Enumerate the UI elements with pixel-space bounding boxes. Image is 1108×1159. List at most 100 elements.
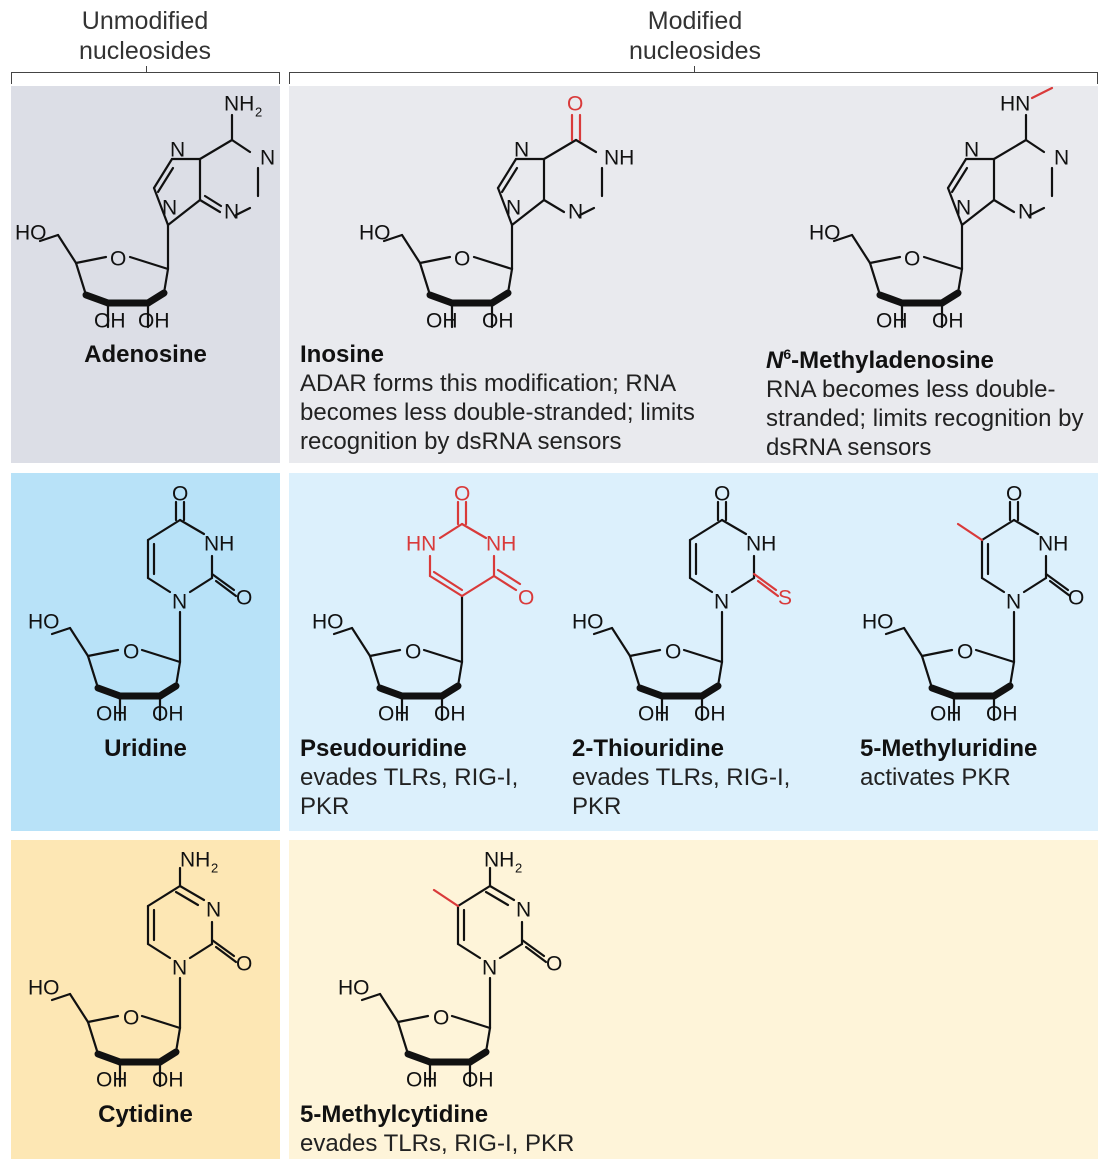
svg-text:OH: OH [378,703,410,726]
bracket-modified [289,66,1098,84]
name-m6a: N6-Methyladenosine [766,346,994,374]
svg-text:OH: OH [152,1069,184,1092]
svg-text:N: N [224,201,239,224]
svg-text:NH: NH [224,93,254,116]
inosine-labels: HO O OH OH N N NH N O [359,93,634,333]
desc-inosine: ADAR forms this modification; RNA become… [300,370,695,455]
svg-text:O: O [518,587,534,610]
svg-text:HN: HN [1000,93,1030,116]
caption-cytidine: Cytidine [11,1100,280,1129]
name-inosine: Inosine [300,341,385,368]
svg-text:N: N [172,957,187,980]
svg-text:N: N [162,197,177,220]
svg-text:O: O [1006,483,1022,506]
caption-methylcytidine: 5-Methylcytidine evades TLRs, RIG-I, PKR [300,1100,700,1158]
svg-text:HN: HN [406,533,436,556]
svg-text:NH: NH [1038,533,1068,556]
methyluridine-structure [886,500,1072,720]
svg-text:OH: OH [434,703,466,726]
svg-text:O: O [714,483,730,506]
caption-thiouridine: 2-Thiouridine evades TLRs, RIG-I, PKR [572,734,822,821]
svg-text:OH: OH [932,310,964,333]
desc-m6a: RNA becomes less double-stranded; limits… [766,376,1084,461]
svg-text:O: O [236,587,252,610]
thiouridine-labels: HO O OH OH N NH O S [572,483,792,726]
desc-methylcytidine: evades TLRs, RIG-I, PKR [300,1130,575,1157]
svg-text:OH: OH [482,310,514,333]
desc-thiouridine: evades TLRs, RIG-I, PKR [572,764,791,820]
svg-text:HO: HO [28,611,60,634]
svg-text:HO: HO [572,611,604,634]
header-unmodified-line1: Unmodified [81,7,209,35]
svg-text:OH: OH [406,1069,438,1092]
svg-text:NH: NH [484,849,514,872]
svg-text:N: N [714,591,729,614]
svg-text:OH: OH [152,703,184,726]
svg-text:OH: OH [876,310,908,333]
svg-text:N: N [506,197,521,220]
caption-m6a: N6-Methyladenosine RNA becomes less doub… [766,340,1096,462]
svg-text:O: O [567,93,583,116]
m6a-structure [834,86,1054,327]
svg-text:O: O [236,953,252,976]
svg-text:N: N [1006,591,1021,614]
name-cytidine: Cytidine [98,1101,193,1128]
uridine-structure [52,500,238,720]
svg-text:N: N [206,899,221,922]
svg-text:OH: OH [426,310,458,333]
svg-text:HO: HO [28,977,60,1000]
svg-text:O: O [433,1007,449,1030]
svg-text:OH: OH [96,1069,128,1092]
svg-text:2: 2 [255,105,262,120]
svg-text:N: N [1054,147,1069,170]
header-unmodified: Unmodified nucleosides [40,6,250,66]
caption-uridine: Uridine [11,734,280,763]
svg-text:NH: NH [746,533,776,556]
pseudouridine-structure [334,500,522,720]
svg-text:OH: OH [930,703,962,726]
svg-text:NH: NH [486,533,516,556]
svg-text:HO: HO [15,222,47,245]
svg-text:N: N [956,197,971,220]
svg-text:N: N [964,139,979,162]
svg-text:O: O [957,641,973,664]
name-uridine: Uridine [104,735,187,762]
uridine-labels: HO O OH OH N NH O O [28,483,252,726]
svg-text:OH: OH [694,703,726,726]
pseudouridine-labels: HO O OH OH HN NH O O [312,483,534,726]
svg-text:O: O [546,953,562,976]
svg-text:OH: OH [96,703,128,726]
thiouridine-structure [594,500,780,720]
header-modified: Modified nucleosides [590,6,800,66]
svg-text:NH: NH [604,147,634,170]
adenosine-structure [40,113,260,327]
svg-text:O: O [454,483,470,506]
inosine-structure [384,113,604,327]
svg-text:HO: HO [359,222,391,245]
svg-text:HO: HO [312,611,344,634]
m6a-labels: HO O OH OH N N N N HN [809,93,1069,333]
cytidine-labels: HO O OH OH N N NH 2 O [28,849,252,1092]
svg-text:HO: HO [862,611,894,634]
methyluridine-labels: HO O OH OH N NH O O [862,483,1084,726]
svg-text:N: N [172,591,187,614]
svg-text:O: O [123,1007,139,1030]
panel-cytidine-modified [289,840,1098,1159]
name-adenosine: Adenosine [84,341,207,368]
name-methyluridine: 5-Methyluridine [860,735,1038,762]
svg-text:N: N [1018,201,1033,224]
adenosine-labels: HO O OH OH N N N N NH 2 [15,93,275,333]
methylcytidine-structure [362,866,548,1086]
svg-text:O: O [665,641,681,664]
header-modified-line1: Modified [647,7,743,35]
header-modified-line2: nucleosides [628,37,762,65]
svg-text:N: N [170,139,185,162]
caption-adenosine: Adenosine [11,340,280,369]
header-unmodified-line2: nucleosides [78,37,212,65]
svg-text:OH: OH [94,310,126,333]
svg-text:HO: HO [338,977,370,1000]
caption-methyluridine: 5-Methyluridine activates PKR [860,734,1096,792]
caption-pseudouridine: Pseudouridine evades TLRs, RIG-I, PKR [300,734,550,821]
svg-text:2: 2 [515,861,522,876]
